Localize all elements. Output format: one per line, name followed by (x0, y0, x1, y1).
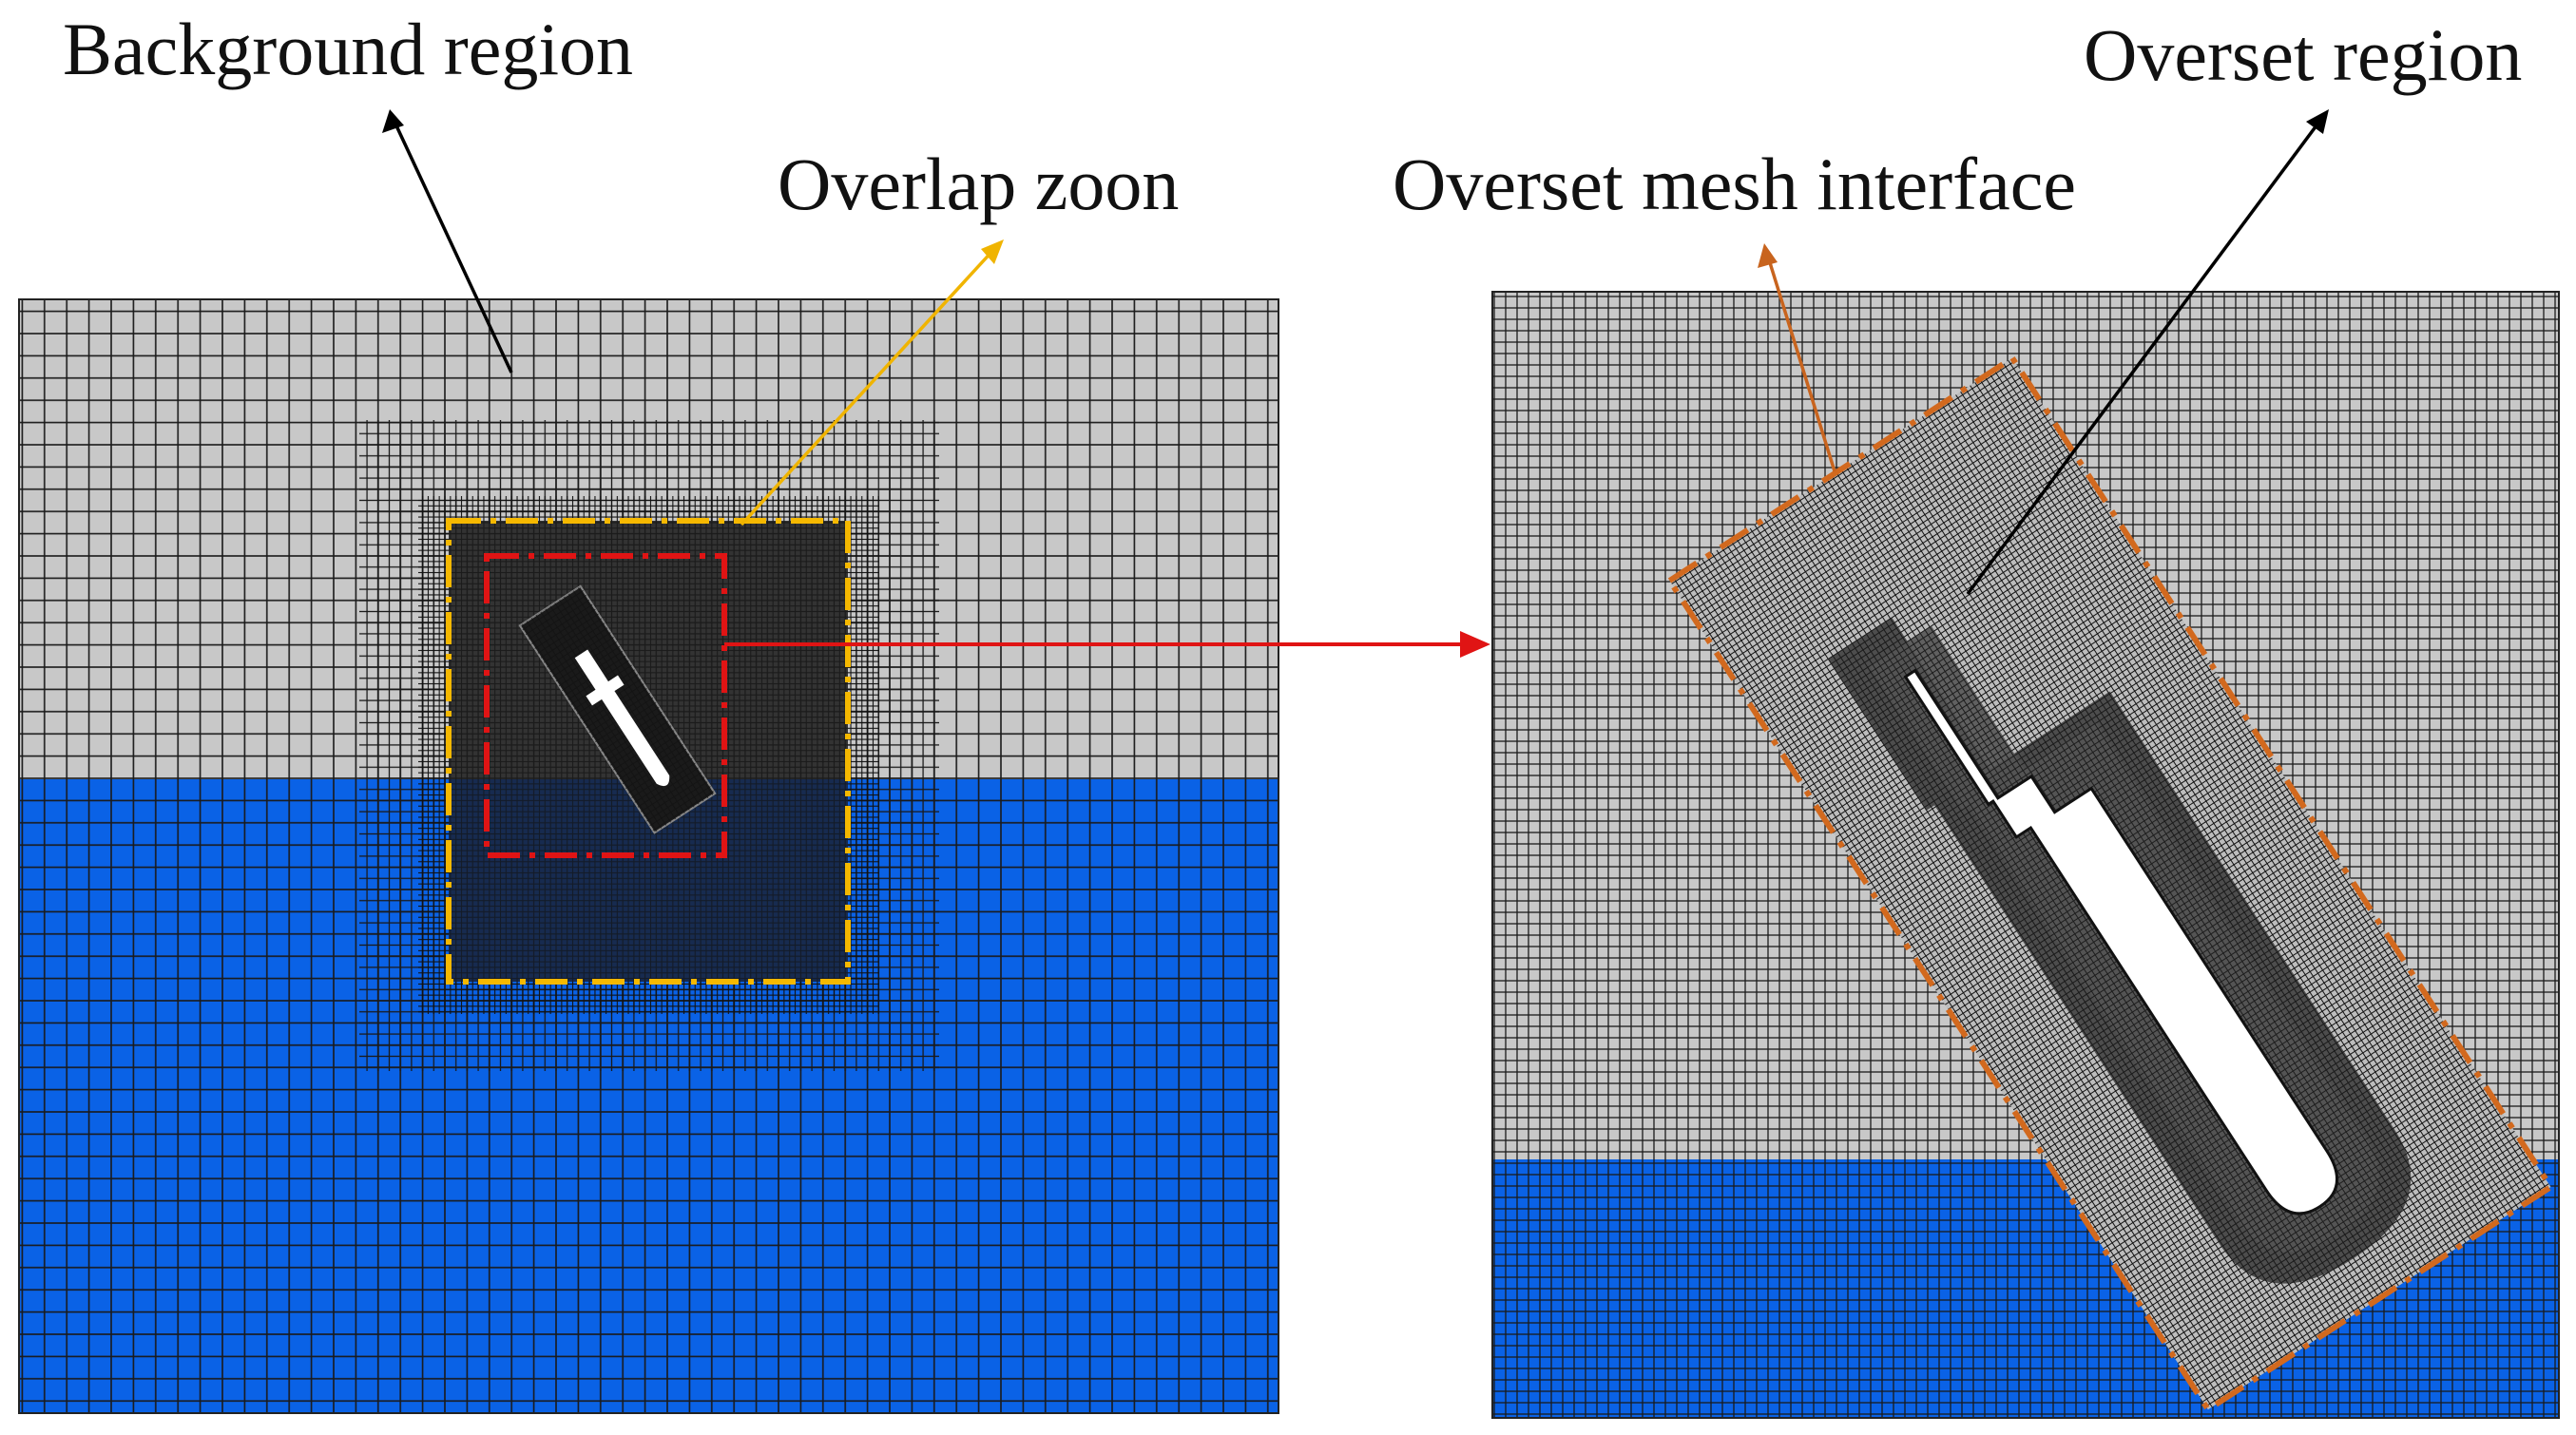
overset-interface-leader (1758, 243, 1836, 472)
overlap-zone-label: Overlap zoon (778, 143, 1179, 225)
zoom-arrow (724, 631, 1490, 658)
background-mesh-panel (19, 299, 1278, 1413)
overlap-zone-outline (446, 518, 851, 985)
overlap-zone-leader (740, 239, 1004, 526)
zoomed-overset-panel (1492, 292, 2559, 1418)
floating-body-shape (1903, 668, 2339, 1215)
background-region-label: Background region (63, 8, 633, 90)
overset-body-small (518, 584, 717, 834)
overset-mesh-interface-label: Overset mesh interface (1393, 143, 2076, 225)
overset-grid-block (1665, 354, 2555, 1414)
overset-region-label: Overset region (2084, 13, 2522, 96)
background-region-leader (382, 109, 513, 373)
zoom-region-outline (484, 553, 727, 858)
overset-region-leader (1966, 109, 2329, 596)
